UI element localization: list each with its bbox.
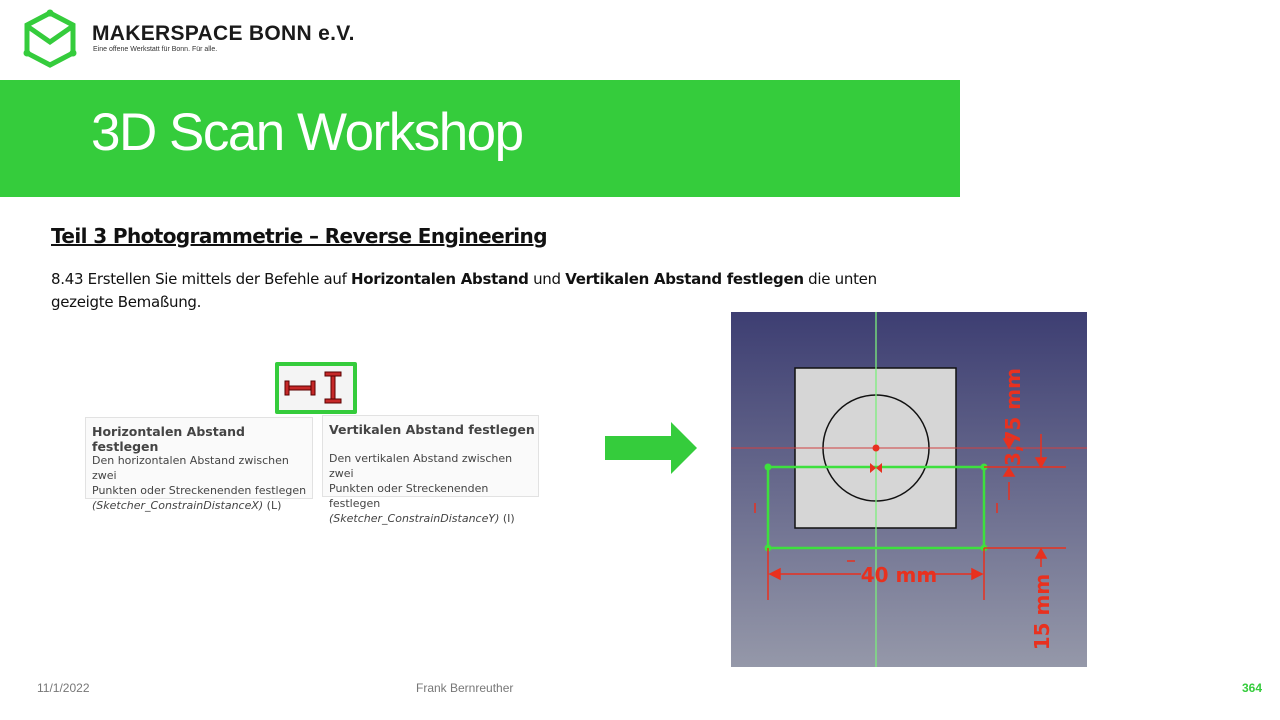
right-arrow-icon — [605, 422, 697, 474]
dimension-top-label: 3,75 mm — [1001, 368, 1025, 466]
tooltip-description: Den vertikalen Abstand zwischen zwei Pun… — [329, 451, 538, 526]
tooltip-command: (Sketcher_ConstrainDistanceX) — [92, 499, 264, 512]
org-tagline: Eine offene Werkstatt für Bonn. Für alle… — [93, 46, 218, 53]
tooltip-line: Den horizontalen Abstand zwischen zwei — [92, 454, 289, 482]
dimension-bottom-label: 15 mm — [1030, 574, 1054, 650]
instruction-suffix: die unten gezeigte Bemaßung. — [51, 270, 877, 311]
tooltip-shortcut: (I) — [499, 512, 515, 525]
toolbar-icon-group — [275, 362, 357, 414]
tooltip-shortcut: (L) — [263, 499, 282, 512]
makerspace-logo-icon — [23, 9, 77, 68]
cmd-horizontal: Horizontalen Abstand — [351, 270, 529, 288]
tooltip-title: Horizontalen Abstand festlegen — [92, 424, 246, 454]
vertical-distance-icon[interactable] — [321, 370, 345, 406]
page-number: 364 — [1242, 681, 1263, 695]
slide-title: 3D Scan Workshop — [91, 103, 524, 162]
tooltip-line: Punkten oder Streckenenden festlegen — [329, 482, 489, 510]
instruction-prefix: 8.43 Erstellen Sie mittels der Befehle a… — [51, 270, 352, 288]
title-banner — [0, 80, 960, 197]
instruction-middle: und — [528, 270, 566, 288]
tooltip-line: Punkten oder Streckenenden festlegen — [92, 484, 307, 497]
tooltip-horizontal-distance: Horizontalen Abstand festlegen Den horiz… — [85, 417, 313, 512]
section-heading: Teil 3 Photogrammetrie – Reverse Enginee… — [51, 224, 548, 248]
footer-date: 11/1/2022 — [37, 681, 90, 695]
cad-sketch-view: 3,75 mm 40 mm 15 mm — [731, 312, 1087, 667]
selected-rectangle — [766, 465, 986, 550]
tooltip-description: Den horizontalen Abstand zwischen zwei P… — [92, 453, 312, 513]
instruction-text: 8.43 Erstellen Sie mittels der Befehle a… — [51, 268, 921, 314]
dimension-lines — [754, 434, 1066, 600]
dimension-width-label: 40 mm — [861, 563, 937, 587]
footer-author: Frank Bernreuther — [416, 681, 514, 695]
tooltip-vertical-distance: Vertikalen Abstand festlegen Den vertika… — [322, 415, 539, 525]
cmd-vertical: Vertikalen Abstand festlegen — [565, 270, 804, 288]
tooltip-line: Den vertikalen Abstand zwischen zwei — [329, 452, 513, 480]
tooltip-command: (Sketcher_ConstrainDistanceY) — [329, 512, 500, 525]
horizontal-distance-icon[interactable] — [283, 372, 317, 404]
org-name: MAKERSPACE BONN e.V. — [92, 22, 355, 45]
tooltip-title: Vertikalen Abstand festlegen — [329, 422, 535, 437]
